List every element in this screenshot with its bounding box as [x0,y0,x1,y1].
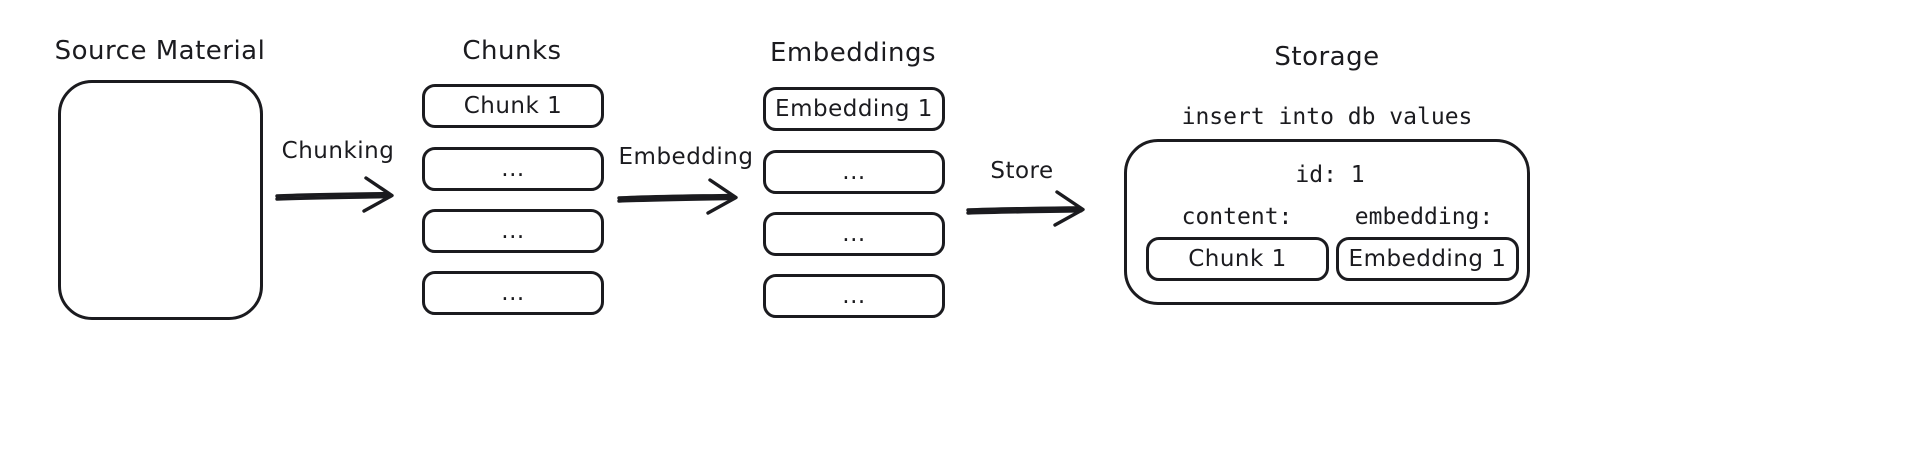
chunks-item-4: ... [422,271,604,315]
source-material-title: Source Material [54,36,266,66]
arrow-label-embedding: Embedding [618,144,754,170]
arrow-chunking-icon [275,176,394,213]
chunks-item-3: ... [422,209,604,253]
storage-content-value: Chunk 1 [1146,237,1329,281]
storage-title: Storage [1274,42,1380,72]
storage-embedding-label: embedding: [1354,204,1494,230]
chunks-title: Chunks [462,36,562,66]
chunks-item-1: Chunk 1 [422,84,604,128]
arrow-label-chunking: Chunking [281,138,395,164]
storage-embedding-value: Embedding 1 [1336,237,1519,281]
arrow-embedding-icon [617,178,738,215]
storage-sql-caption: insert into db values [1181,104,1473,130]
chunks-item-2: ... [422,147,604,191]
storage-id-line: id: 1 [1295,162,1365,188]
storage-content-label: content: [1181,204,1293,230]
embeddings-title: Embeddings [769,38,937,68]
embeddings-item-2: ... [763,150,945,194]
embeddings-item-4: ... [763,274,945,318]
storage-record-box: id: 1 content: embedding: Chunk 1 Embedd… [1124,139,1530,305]
embeddings-item-3: ... [763,212,945,256]
arrow-store-icon [966,190,1085,227]
embeddings-item-1: Embedding 1 [763,87,945,131]
arrow-label-store: Store [990,158,1054,184]
source-material-box [58,80,263,320]
